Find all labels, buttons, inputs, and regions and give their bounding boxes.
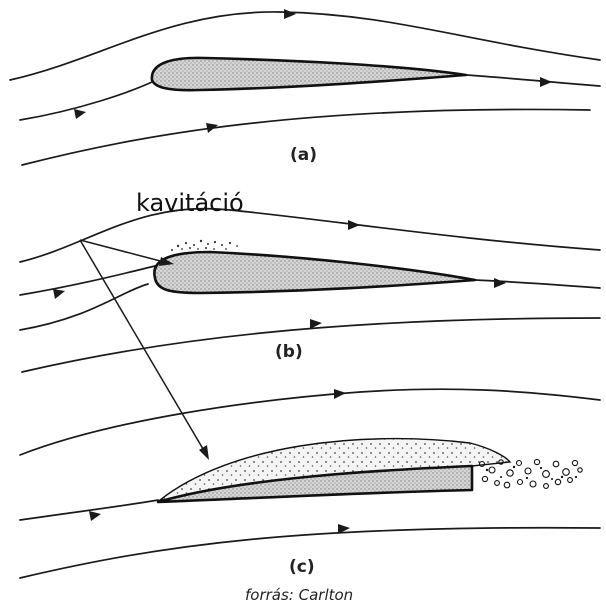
panel-a: (a) — [10, 9, 600, 165]
hydrofoil — [154, 252, 475, 293]
cavitation-label: kavitáció — [136, 189, 244, 217]
panel-label: (c) — [289, 557, 315, 577]
source-credit: forrás: Carlton — [245, 586, 353, 604]
panel-label: (b) — [275, 342, 303, 362]
panel-c: (c) — [20, 389, 600, 578]
hydrofoil — [152, 58, 466, 90]
flow-arrow — [284, 9, 296, 19]
flow-arrow — [89, 511, 101, 521]
flow-arrow — [53, 289, 65, 299]
streamline — [20, 82, 152, 120]
flow-arrow — [74, 109, 86, 119]
streamline — [466, 75, 600, 86]
streamline — [20, 500, 158, 520]
streamline — [20, 266, 155, 295]
flow-arrow — [540, 77, 552, 87]
panel-b: (b) — [20, 209, 600, 372]
pointer-arrowhead — [199, 445, 209, 460]
flow-arrow — [348, 220, 360, 230]
callout: kavitáció — [80, 189, 244, 460]
panel-label: (a) — [290, 145, 317, 165]
streamline — [475, 280, 600, 288]
flow-arrow — [494, 278, 506, 288]
cavitation-zone-leading-edge — [171, 240, 238, 251]
streamline — [20, 209, 600, 262]
pointer-line — [80, 240, 168, 263]
bubble-dots — [486, 466, 577, 480]
